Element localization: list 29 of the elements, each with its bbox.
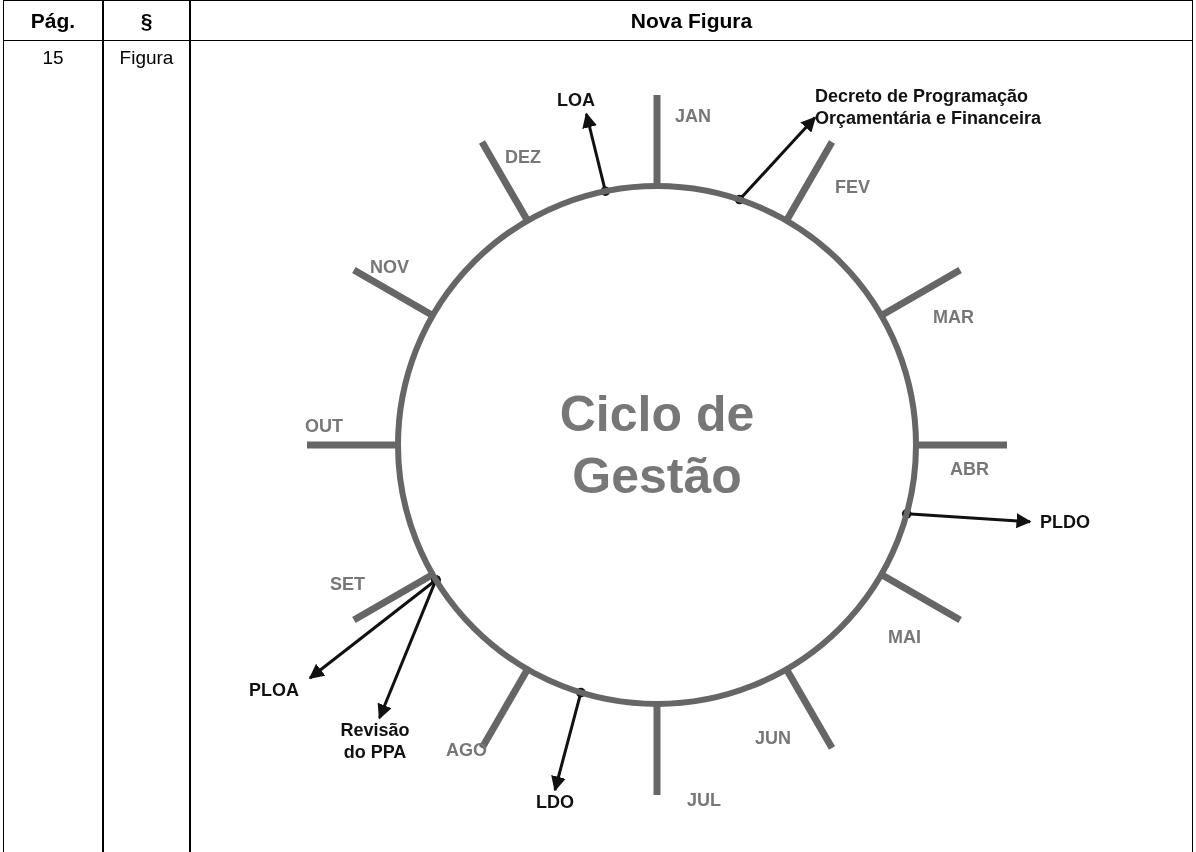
event-label: LDO bbox=[528, 790, 582, 816]
arrow bbox=[901, 509, 1032, 529]
month-label: NOV bbox=[370, 257, 409, 278]
event-label: LOA bbox=[550, 88, 602, 114]
month-label: FEV bbox=[835, 177, 870, 198]
cycle-title: Ciclo de Gestão bbox=[558, 384, 756, 506]
event-label: PLDO bbox=[1030, 510, 1100, 536]
month-label: JAN bbox=[675, 106, 711, 127]
column-header: Nova Figura bbox=[190, 0, 1193, 41]
month-label: DEZ bbox=[505, 147, 541, 168]
month-label: OUT bbox=[305, 416, 343, 437]
table-cell: 15 bbox=[3, 40, 103, 852]
event-label: Decreto de Programação Orçamentária e Financeira bbox=[815, 84, 1077, 132]
arrow bbox=[377, 575, 441, 720]
month-label: JUN bbox=[755, 728, 791, 749]
month-label: MAR bbox=[933, 307, 974, 328]
column-header: Pág. bbox=[3, 0, 103, 41]
month-label: SET bbox=[330, 574, 365, 595]
month-label: AGO bbox=[446, 740, 487, 761]
month-label: JUL bbox=[687, 790, 721, 811]
event-label: Revisão do PPA bbox=[330, 718, 420, 766]
arrow bbox=[582, 112, 611, 196]
arrow bbox=[551, 687, 586, 792]
column-header: § bbox=[103, 0, 190, 41]
table-cell: Figura bbox=[103, 40, 190, 852]
month-label: ABR bbox=[950, 459, 989, 480]
arrow bbox=[734, 116, 817, 205]
event-label: PLOA bbox=[238, 678, 310, 704]
month-label: MAI bbox=[888, 627, 921, 648]
